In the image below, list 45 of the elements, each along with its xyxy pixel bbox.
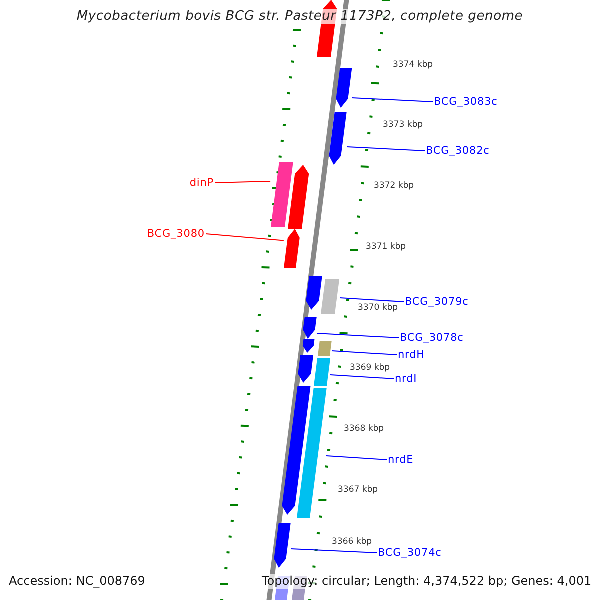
leader-line (346, 146, 426, 152)
gene-glyph (328, 112, 347, 165)
gene-label: nrdH (398, 349, 425, 361)
leader-line (332, 350, 398, 356)
gene-glyph (305, 276, 322, 310)
gene-block (270, 162, 293, 227)
gene-label: BCG_3074c (378, 547, 442, 559)
leader-line (214, 181, 272, 184)
footer-text: Topology: circular; Length: 4,374,522 bp; Genes: 4,001 (262, 574, 592, 589)
gene-glyph (302, 339, 314, 353)
scale-tick-label: 3368 kbp (344, 424, 384, 434)
scale-tick-label: 3374 kbp (393, 60, 434, 70)
leader-line (326, 456, 388, 460)
gene-glyph (273, 523, 291, 568)
gene-block (296, 388, 326, 518)
leader-line (330, 374, 394, 380)
gene-block (318, 341, 332, 356)
scale-tick-label: 3366 kbp (332, 537, 372, 547)
footer-text: Accession: NC_008769 (9, 574, 146, 589)
gene-glyph (296, 355, 314, 383)
scale-tick-label: 3367 kbp (338, 485, 378, 495)
scale-tick-label: 3373 kbp (383, 120, 424, 130)
leader-line (352, 98, 434, 102)
gene-label: BCG_3079c (405, 296, 469, 308)
leader-line (290, 548, 378, 554)
leader-line (316, 333, 400, 338)
gene-glyph (302, 317, 317, 339)
gene-glyph (280, 386, 310, 515)
scale-tick-label: 3370 kbp (358, 303, 398, 313)
gene-glyph (284, 229, 301, 268)
title: Mycobacterium bovis BCG str. Pasteur 1173P2, complete genome (76, 9, 524, 24)
leader-line (340, 298, 404, 302)
gene-label: BCG_3078c (400, 332, 464, 344)
gene-label: dinP (190, 177, 214, 189)
scale-tick-label: 3372 kbp (374, 181, 414, 191)
gene-label: nrdE (388, 454, 414, 466)
scale-tick-label: 3371 kbp (366, 242, 406, 252)
gene-label: BCG_3080 (147, 228, 205, 240)
gene-block (321, 279, 340, 314)
gene-label: nrdI (395, 373, 418, 385)
gene-glyph (334, 68, 352, 108)
scale-tick-label: 3369 kbp (350, 363, 390, 373)
gene-label: BCG_3082c (426, 145, 490, 157)
gene-block (314, 358, 330, 386)
gene-label: BCG_3083c (434, 96, 498, 108)
